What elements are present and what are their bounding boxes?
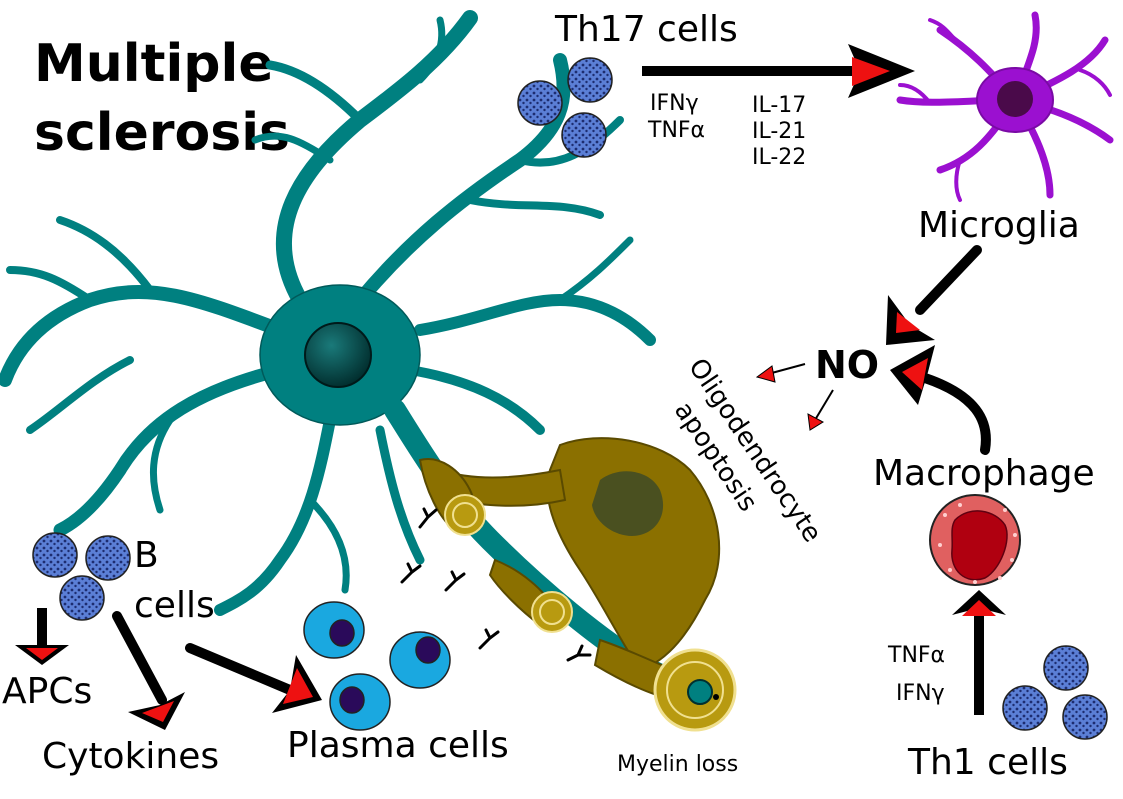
svg-text:IFNγ: IFNγ: [650, 91, 699, 116]
antibody-5: [566, 644, 592, 662]
neuron-dendrites: [0, 10, 656, 616]
svg-text:sclerosis: sclerosis: [34, 103, 290, 163]
svg-text:TNFα: TNFα: [887, 643, 945, 668]
myelin-ring-1: [444, 494, 486, 536]
microglia-cell: [896, 11, 1114, 202]
antibody-2: [400, 562, 422, 584]
myelin-ring-1-inner: [452, 502, 478, 528]
arrow-b-to-plasma: [185, 643, 322, 713]
oligodendrocyte: [418, 437, 737, 732]
diagram-title: Multiple sclerosis: [34, 34, 290, 163]
plasma-cells-label: Plasma cells: [287, 725, 509, 766]
svg-text:Multiple: Multiple: [34, 34, 274, 94]
svg-text:B: B: [134, 535, 159, 576]
neuron-nucleus: [304, 322, 372, 388]
th1-cells: [1002, 645, 1108, 740]
th17-cytokines: IFNγ TNFα IL-17 IL-21 IL-22: [647, 91, 806, 170]
plasma-cell: [329, 673, 391, 731]
antibody-4: [478, 628, 500, 650]
myelin-ring-2: [531, 591, 573, 633]
no-label: NO: [815, 343, 879, 387]
myelin-ring-2-inner: [539, 599, 565, 625]
arrow-th1-to-macrophage: [952, 590, 1006, 715]
th17-cell: [567, 57, 613, 103]
th17-cell: [517, 80, 563, 126]
th1-label: Th1 cells: [907, 742, 1068, 783]
b-cells: [32, 532, 131, 621]
antibody-1: [418, 507, 438, 529]
arrow-th17-to-microglia: [642, 44, 915, 98]
arrow-microglia-to-no: [886, 245, 982, 345]
b-cell: [59, 575, 105, 621]
th1-cell: [1002, 685, 1048, 731]
th17-cell: [561, 112, 607, 158]
arrow-no-left: [755, 363, 806, 383]
svg-text:IL-17: IL-17: [752, 93, 806, 118]
myelin-loss-label: Myelin loss: [617, 752, 738, 777]
oligodendrocyte-nucleus: [592, 471, 664, 536]
antibodies: [400, 507, 592, 662]
arrow-macrophage-to-no: [890, 345, 991, 455]
b-cells-label: B cells: [134, 535, 215, 626]
arrow-b-to-apcs: [15, 608, 69, 665]
plasma-cell: [389, 631, 451, 689]
svg-text:TNFα: TNFα: [647, 118, 705, 143]
svg-text:IL-21: IL-21: [752, 119, 806, 144]
th17-label: Th17 cells: [554, 9, 738, 50]
svg-text:cells: cells: [134, 585, 215, 626]
plasma-cell: [303, 601, 365, 659]
arrow-b-to-cytokines: [112, 611, 185, 730]
th1-cytokines: TNFα IFNγ: [887, 643, 945, 706]
svg-text:IFNγ: IFNγ: [896, 681, 945, 706]
axon-cross-section: [687, 679, 713, 705]
plasma-cells: [303, 601, 451, 731]
microglia-label: Microglia: [918, 205, 1080, 246]
arrow-no-down: [807, 389, 834, 431]
macrophage-cell: [929, 494, 1021, 586]
th1-cell: [1062, 694, 1108, 740]
b-cell: [85, 535, 131, 581]
antibody-3: [444, 570, 466, 592]
neuron: [0, 10, 726, 708]
th17-cells: [517, 57, 613, 158]
myelin-ring-3-mid: [666, 661, 724, 719]
th1-cell: [1043, 645, 1089, 691]
apcs-label: APCs: [2, 671, 92, 712]
svg-text:IL-22: IL-22: [752, 145, 806, 170]
cytokines-label: Cytokines: [42, 736, 219, 777]
axon-core: [713, 694, 719, 700]
b-cell: [32, 532, 78, 578]
macrophage-label: Macrophage: [873, 453, 1095, 494]
oligodendrocyte-body: [546, 437, 721, 672]
